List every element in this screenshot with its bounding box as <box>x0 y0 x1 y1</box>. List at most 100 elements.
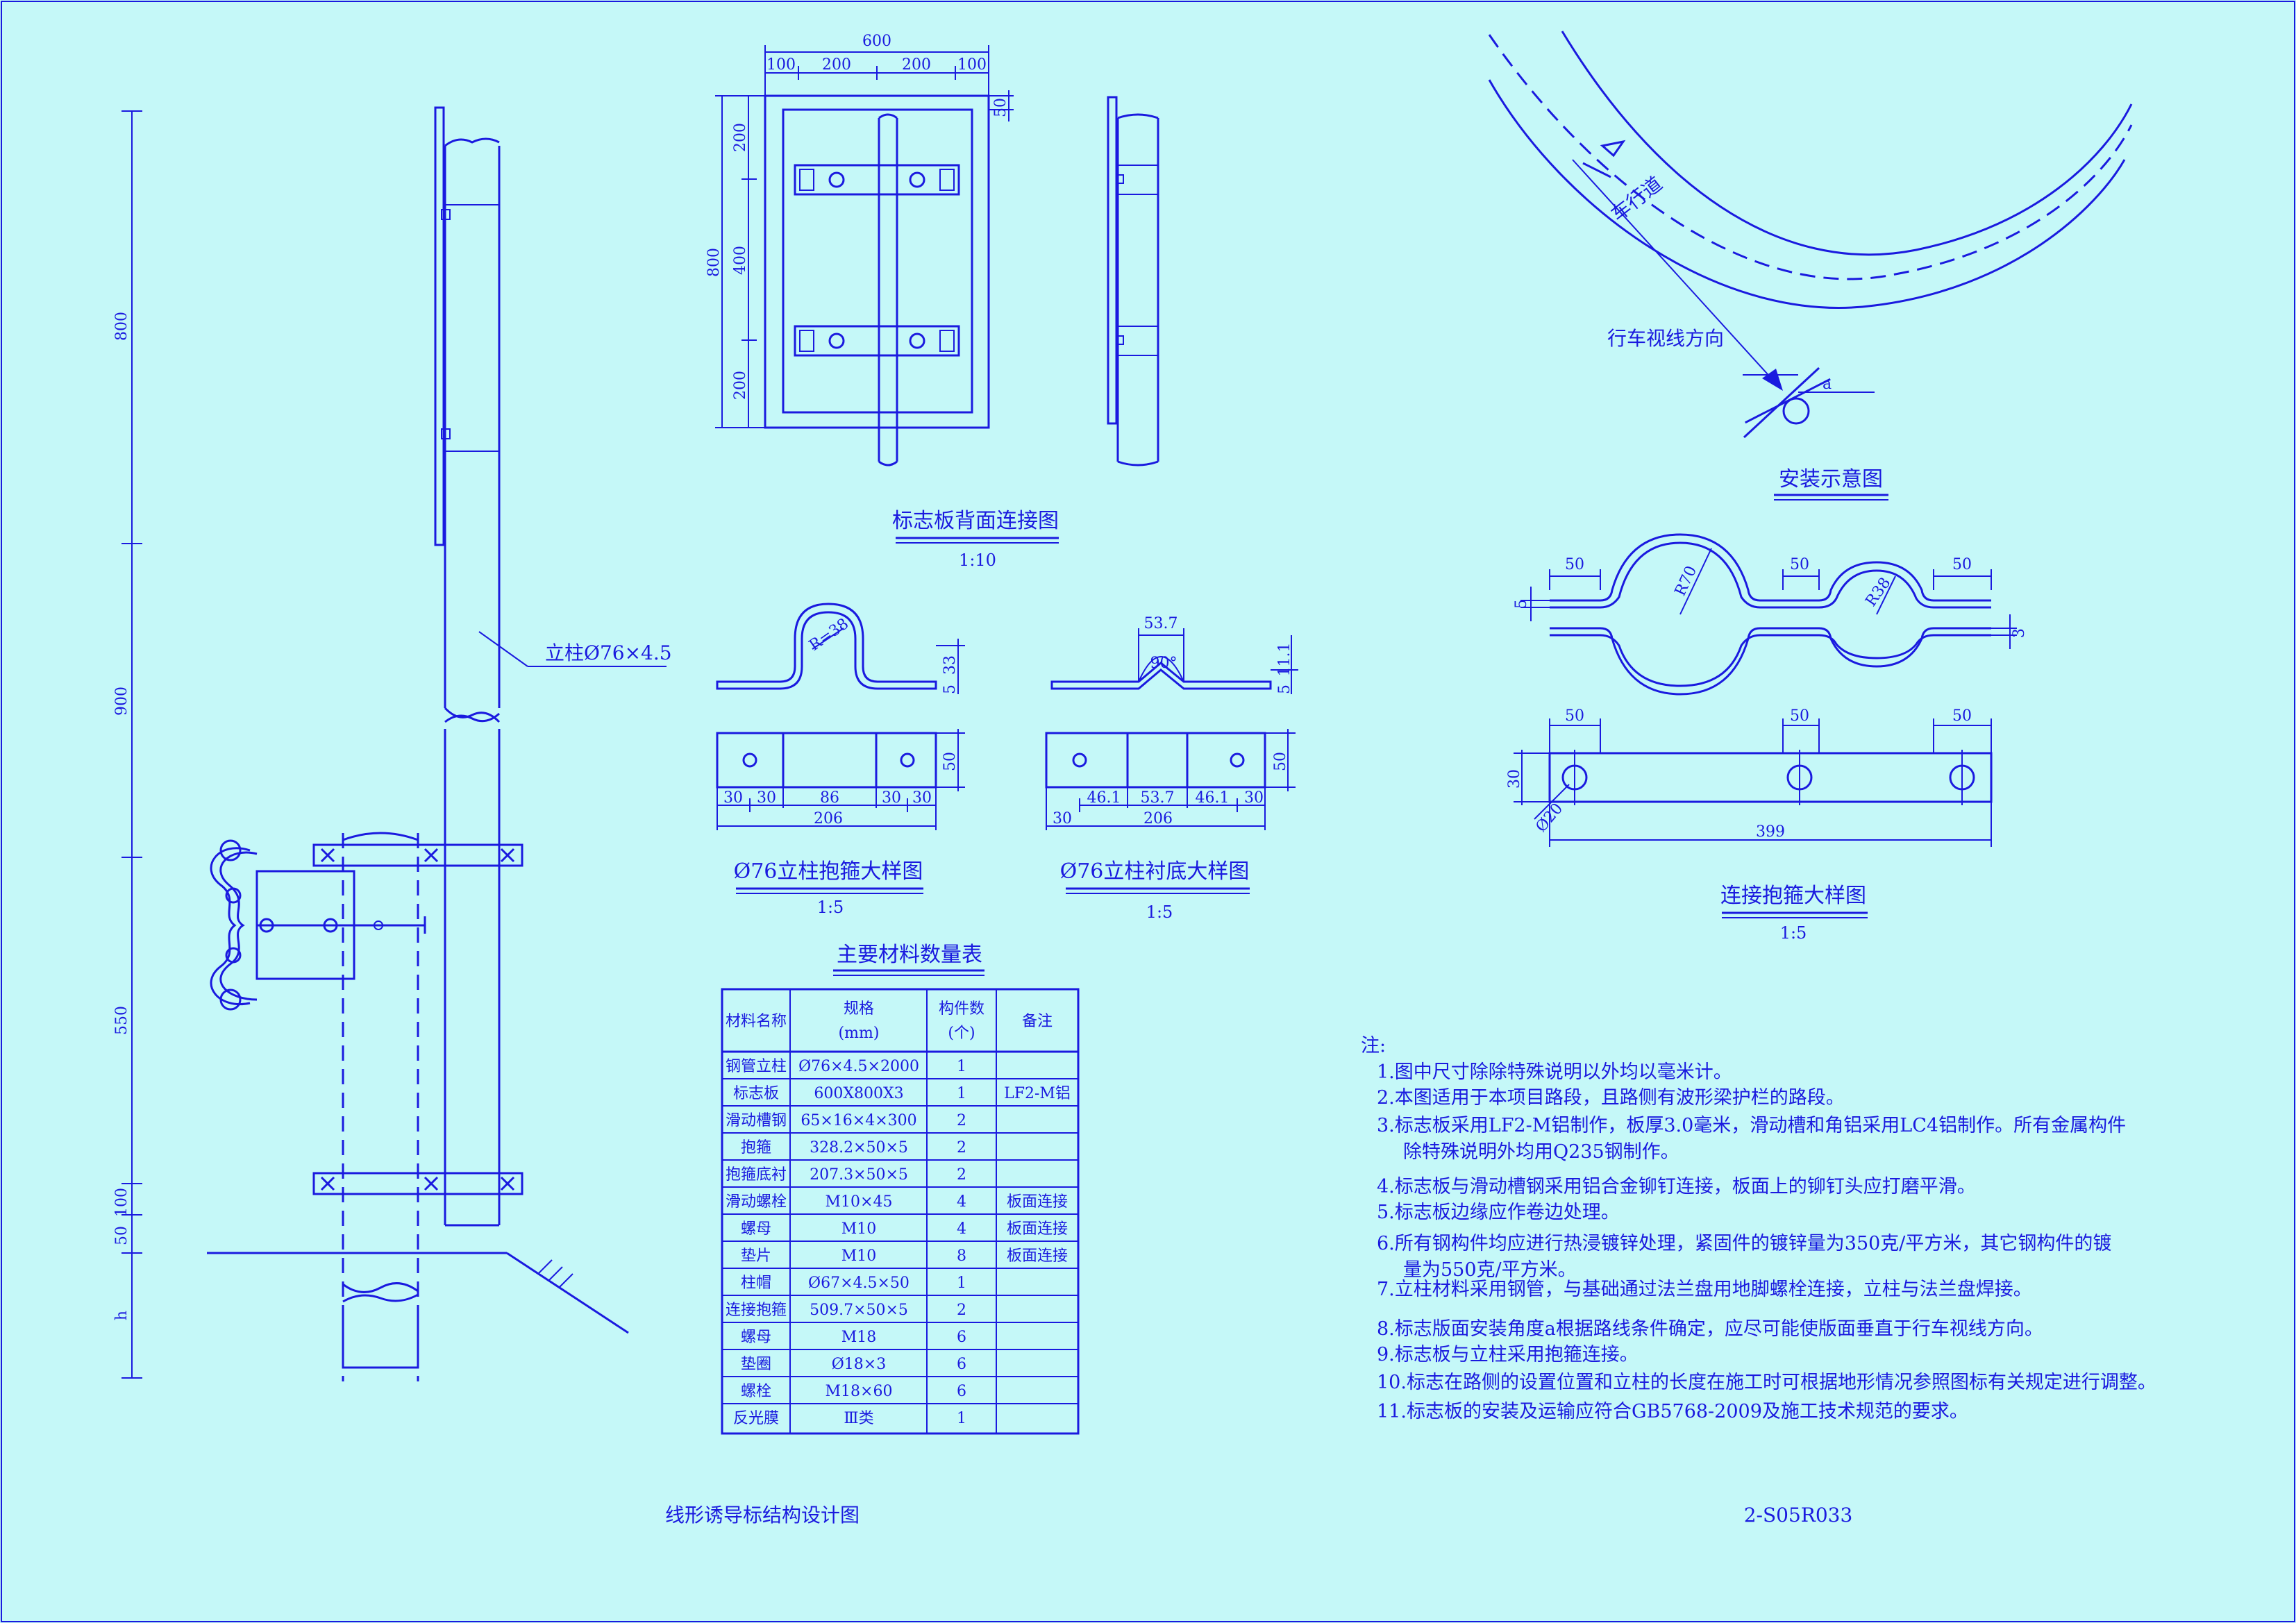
note-line: 5.标志板边缘应作卷边处理。 <box>1377 1202 1620 1223</box>
cell-count: 1 <box>957 1058 966 1075</box>
back-dim-200b: 200 <box>902 56 931 74</box>
liner-detail: 53.7 90° 11.1 5 50 46.1 53.7 46.1 30 30 … <box>1045 615 1298 922</box>
clamp-title: Ø76立柱抱箍大样图 <box>734 859 923 884</box>
back-dim-400: 400 <box>732 246 749 275</box>
cell-name: 反光膜 <box>733 1410 779 1427</box>
liner-scale: 1:5 <box>1146 902 1173 922</box>
materials-title: 主要材料数量表 <box>837 943 982 967</box>
cell-name: 螺栓 <box>741 1383 771 1400</box>
drawing-title: 线形诱导标结构设计图 <box>665 1504 860 1527</box>
cell-spec: 328.2×50×5 <box>810 1139 908 1157</box>
clamp-b3: 86 <box>820 789 839 807</box>
conn-dim-5: 5 <box>1513 599 1530 609</box>
liner-b1: 46.1 <box>1087 789 1121 807</box>
lane-label: 车行道 <box>1607 172 1667 226</box>
note-line: 除特殊说明外均用Q235钢制作。 <box>1403 1141 1679 1163</box>
drawing-number: 2-S05R033 <box>1744 1504 1853 1527</box>
back-dim-100b: 100 <box>957 56 987 74</box>
cell-name: 钢管立柱 <box>726 1058 787 1075</box>
sight-label: 行车视线方向 <box>1607 327 1724 350</box>
clamp-plan <box>716 732 937 789</box>
conn-top-50a: 50 <box>1565 556 1584 573</box>
clamp-radius: R=38 <box>806 615 852 655</box>
cell-count: 2 <box>957 1112 966 1129</box>
note-line: 3.标志板采用LF2-M铝制作，板厚3.0毫米，滑动槽和角铝采用LC4铝制作。所… <box>1377 1115 2126 1136</box>
conn-r38: R38 <box>1862 575 1894 610</box>
th-count-unit: (个) <box>948 1025 975 1042</box>
cell-spec: Ø76×4.5×2000 <box>798 1058 919 1075</box>
th-spec-unit: (mm) <box>839 1025 880 1042</box>
back-dim-200d: 200 <box>732 371 749 400</box>
dim-100: 100 <box>113 1188 131 1217</box>
conn-plan-50b: 50 <box>1790 707 1809 725</box>
liner-dim-50: 50 <box>1272 752 1289 771</box>
cell-name: 连接抱箍 <box>726 1302 787 1319</box>
liner-b3: 46.1 <box>1196 789 1230 807</box>
dim-800: 800 <box>113 312 131 341</box>
liner-top-dim: 53.7 <box>1144 615 1178 632</box>
conn-dim-30: 30 <box>1506 769 1523 789</box>
liner-plan <box>1045 732 1266 789</box>
liner-dim-11: 11.1 <box>1276 643 1293 677</box>
cell-spec: M10×45 <box>826 1193 893 1211</box>
cell-spec: 600X800X3 <box>814 1085 903 1102</box>
cell-spec: 207.3×50×5 <box>810 1166 908 1184</box>
clamp-scale: 1:5 <box>817 898 844 917</box>
connector-clamp-detail: R70 R38 50 50 50 5 3 50 50 50 <box>1506 533 2028 943</box>
cell-count: 6 <box>957 1356 966 1373</box>
clamp-dim-50: 50 <box>941 752 959 771</box>
cell-remark: 板面连接 <box>1007 1247 1068 1265</box>
liner-left-30: 30 <box>1053 810 1072 827</box>
note-lines: 1.图中尺寸除除特殊说明以外均以毫米计。2.本图适用于本项目路段，且路侧有波形梁… <box>1377 1061 2156 1422</box>
back-dim-50: 50 <box>992 98 1009 117</box>
cell-spec: M18×60 <box>826 1383 893 1400</box>
liner-total: 206 <box>1143 810 1173 827</box>
cell-count: 2 <box>957 1139 966 1157</box>
dim-550: 550 <box>113 1006 131 1035</box>
cell-remark: LF2-M铝 <box>1004 1085 1071 1102</box>
liner-dim-5: 5 <box>1276 684 1293 694</box>
th-remark: 备注 <box>1022 1013 1053 1030</box>
cell-count: 6 <box>957 1329 966 1346</box>
cell-name: 标志板 <box>733 1085 779 1102</box>
clamp-total: 206 <box>814 810 843 827</box>
note-line: 4.标志板与滑动槽钢采用铝合金铆钉连接，板面上的铆钉头应打磨平滑。 <box>1377 1176 1976 1197</box>
cell-spec: M10 <box>841 1220 877 1238</box>
note-line: 量为550克/平方米。 <box>1403 1259 1577 1281</box>
back-dim-100a: 100 <box>766 56 796 74</box>
cell-name: 螺母 <box>741 1329 771 1346</box>
cell-count: 1 <box>957 1410 966 1427</box>
cell-name: 垫圈 <box>741 1356 771 1373</box>
cell-name: 垫片 <box>741 1247 771 1265</box>
cell-name: 抱箍 <box>741 1139 771 1157</box>
cell-name: 滑动槽钢 <box>726 1112 787 1129</box>
cell-remark: 板面连接 <box>1007 1220 1068 1238</box>
dim-h: h <box>113 1311 131 1320</box>
post-label: 立柱Ø76×4.5 <box>545 641 672 664</box>
sign-plate-edge <box>434 106 445 546</box>
cell-count: 4 <box>957 1220 966 1238</box>
cell-spec: Ø18×3 <box>832 1356 886 1373</box>
note-line: 8.标志版面安装角度a根据路线条件确定，应尽可能使版面垂直于行车视线方向。 <box>1377 1318 2043 1340</box>
install-title: 安装示意图 <box>1779 467 1883 491</box>
cell-name: 柱帽 <box>741 1275 771 1292</box>
conn-top-50b: 50 <box>1790 556 1809 573</box>
clamp-b4: 30 <box>882 789 901 807</box>
note-line: 11.标志板的安装及运输应符合GB5768-2009及施工技术规范的要求。 <box>1377 1401 1968 1422</box>
cell-spec: Ø67×4.5×50 <box>808 1275 910 1292</box>
post-elevation: 800 900 550 50 100 h 立柱Ø76×4.5 <box>113 106 672 1381</box>
notes-heading: 注: <box>1361 1035 1386 1057</box>
cell-name: 螺母 <box>741 1220 771 1238</box>
note-line: 6.所有钢构件均应进行热浸镀锌处理，紧固件的镀锌量为350克/平方米，其它钢构件… <box>1377 1233 2111 1254</box>
angle-label: a <box>1822 376 1832 393</box>
cell-spec: Ⅲ类 <box>844 1410 873 1427</box>
note-line: 9.标志板与立柱采用抱箍连接。 <box>1377 1344 1639 1365</box>
cell-spec: 65×16×4×300 <box>801 1112 916 1129</box>
back-dim-600: 600 <box>862 33 891 50</box>
liner-title: Ø76立柱衬底大样图 <box>1060 859 1250 884</box>
connector-scale: 1:5 <box>1780 923 1807 943</box>
note-line: 10.标志在路侧的设置位置和立柱的长度在施工时可根据地形情况参照图标有关规定进行… <box>1377 1372 2156 1393</box>
cell-count: 2 <box>957 1302 966 1319</box>
